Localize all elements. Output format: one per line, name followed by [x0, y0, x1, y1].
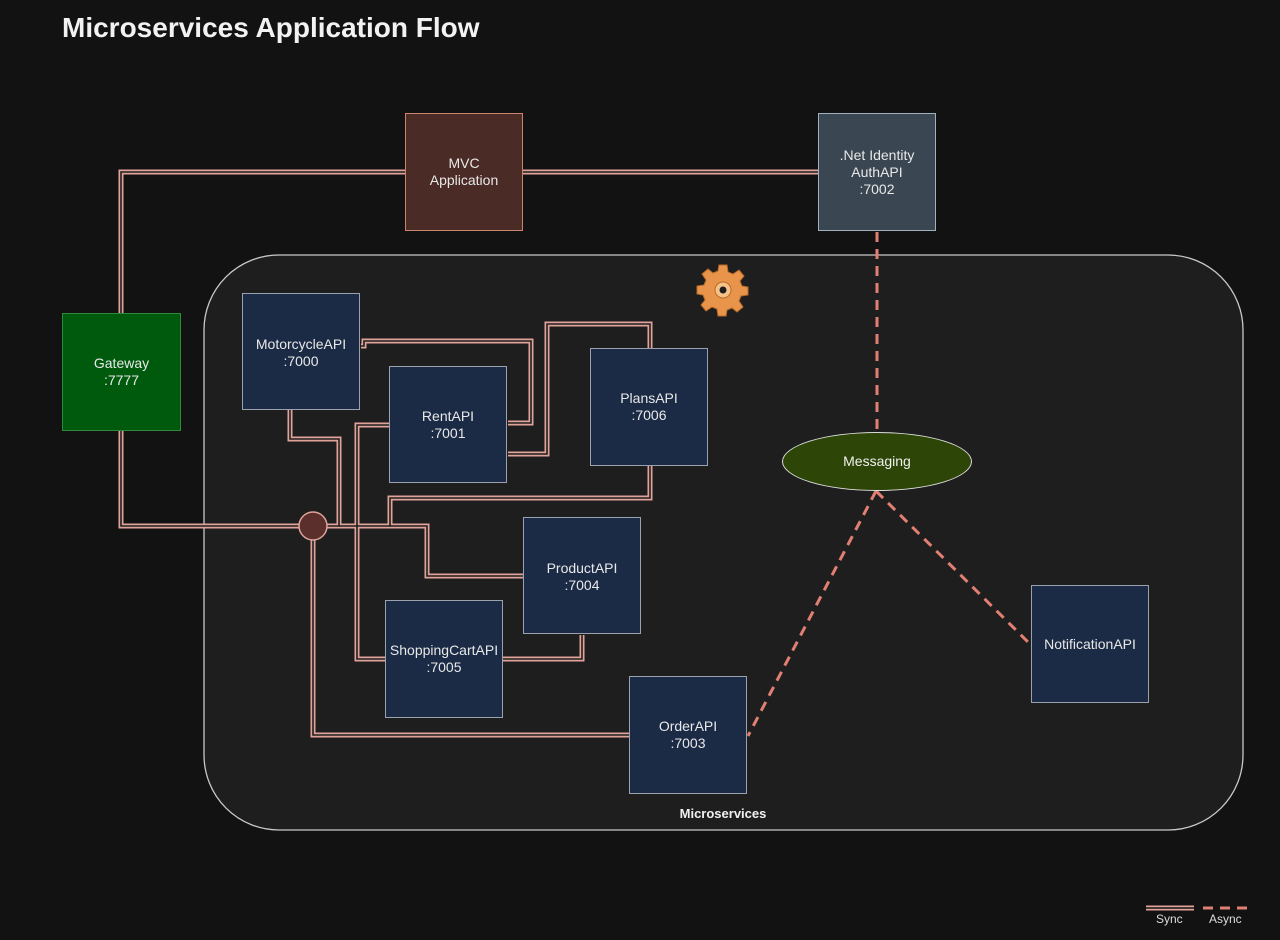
notification-api-node[interactable]: NotificationAPI — [1031, 585, 1149, 703]
shopping-cart-api-node[interactable]: ShoppingCartAPI :7005 — [385, 600, 503, 718]
messaging-node[interactable]: Messaging — [782, 432, 972, 491]
mvc-application-node[interactable]: MVC Application — [405, 113, 523, 231]
order-api-node[interactable]: OrderAPI :7003 — [629, 676, 747, 794]
motorcycle-api-node[interactable]: MotorcycleAPI :7000 — [242, 293, 360, 410]
async-line-messaging-order — [746, 490, 878, 737]
rent-api-node[interactable]: RentAPI :7001 — [389, 366, 507, 483]
async-connectors — [746, 232, 1033, 737]
gear-icon — [696, 264, 749, 317]
microservices-group-label: Microservices — [679, 806, 767, 821]
async-line-messaging-notification — [874, 489, 1033, 647]
plans-api-node[interactable]: PlansAPI :7006 — [590, 348, 708, 466]
sync-connectors — [118, 169, 818, 738]
junction-hub — [298, 511, 328, 541]
page-title: Microservices Application Flow — [62, 12, 480, 43]
product-api-node[interactable]: ProductAPI :7004 — [523, 517, 641, 634]
legend-async-label: Async — [1209, 912, 1242, 926]
legend-sync-label: Sync — [1156, 912, 1183, 926]
auth-api-node[interactable]: .Net Identity AuthAPI :7002 — [818, 113, 936, 231]
gateway-node[interactable]: Gateway :7777 — [62, 313, 181, 431]
